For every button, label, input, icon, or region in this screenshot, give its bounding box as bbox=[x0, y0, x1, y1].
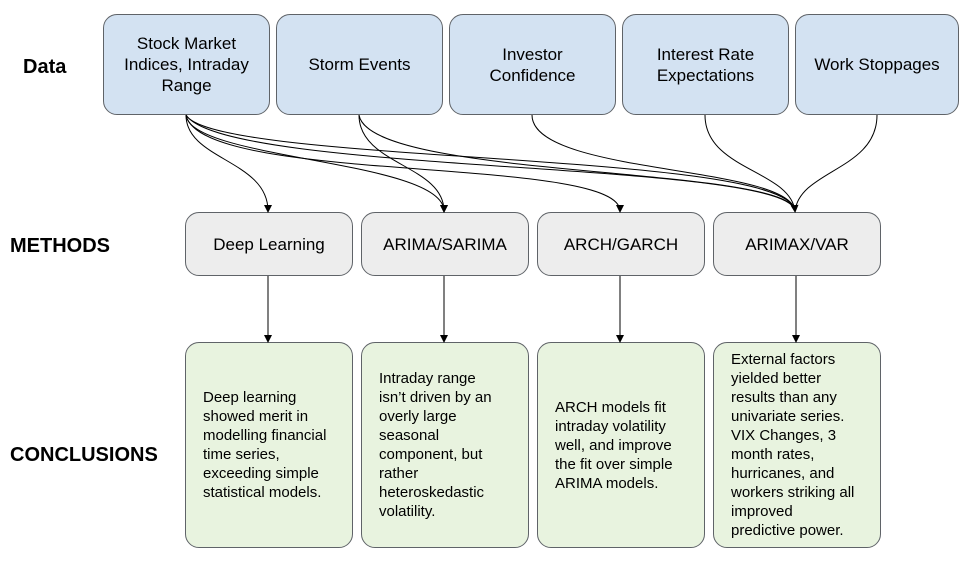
method-box-label: ARIMAX/VAR bbox=[745, 234, 849, 254]
row-label-conclusions: CONCLUSIONS bbox=[10, 444, 158, 466]
connector-interest-to-arimax bbox=[704, 114, 796, 212]
data-box-storm-events: Storm Events bbox=[276, 14, 443, 115]
row-label-methods: METHODS bbox=[10, 235, 110, 257]
connector-stock-to-deep-learning bbox=[185, 114, 272, 213]
data-box-label: Work Stoppages bbox=[814, 55, 940, 74]
data-box-work-stoppages: Work Stoppages bbox=[795, 14, 959, 115]
connector-work-to-arimax bbox=[794, 114, 878, 212]
data-box-label: Investor Confidence bbox=[489, 44, 576, 85]
connector-storm-to-arima bbox=[358, 114, 448, 213]
data-box-investor-confidence: Investor Confidence bbox=[449, 14, 616, 115]
connector-storm-to-arimax bbox=[358, 114, 796, 212]
method-box-label: ARIMA/SARIMA bbox=[383, 234, 507, 254]
conclusion-text: External factors yielded better results … bbox=[731, 351, 855, 539]
conclusion-text: Intraday range isn’t driven by an overly… bbox=[379, 370, 492, 520]
conclusion-box-arima-sarima: Intraday range isn’t driven by an overly… bbox=[361, 342, 529, 548]
method-box-label: Deep Learning bbox=[213, 234, 325, 254]
data-box-label: Stock Market Indices, Intraday Range bbox=[124, 34, 249, 95]
connector-investor-to-arimax bbox=[531, 114, 796, 212]
method-box-arch-garch: ARCH/GARCH bbox=[537, 212, 705, 276]
row-label-data: Data bbox=[23, 56, 67, 78]
connector-stock-to-arima bbox=[185, 114, 448, 213]
method-box-arimax-var: ARIMAX/VAR bbox=[713, 212, 881, 276]
method-box-label: ARCH/GARCH bbox=[563, 234, 679, 254]
data-box-label: Storm Events bbox=[308, 55, 411, 74]
data-box-label: Interest Rate Expectations bbox=[656, 44, 755, 85]
data-box-stock-market: Stock Market Indices, Intraday Range bbox=[103, 14, 270, 115]
conclusion-text: Deep learning showed merit in modelling … bbox=[203, 389, 327, 501]
connector-stock-to-arimax-2 bbox=[185, 114, 796, 212]
conclusion-box-arimax-var: External factors yielded better results … bbox=[713, 342, 881, 548]
conclusion-text: ARCH models fit intraday volatility well… bbox=[555, 398, 673, 492]
data-box-interest-rate: Interest Rate Expectations bbox=[622, 14, 789, 115]
connector-stock-to-arimax-1 bbox=[185, 114, 799, 213]
conclusion-box-arch-garch: ARCH models fit intraday volatility well… bbox=[537, 342, 705, 548]
conclusion-box-deep-learning: Deep learning showed merit in modelling … bbox=[185, 342, 353, 548]
method-box-arima-sarima: ARIMA/SARIMA bbox=[361, 212, 529, 276]
